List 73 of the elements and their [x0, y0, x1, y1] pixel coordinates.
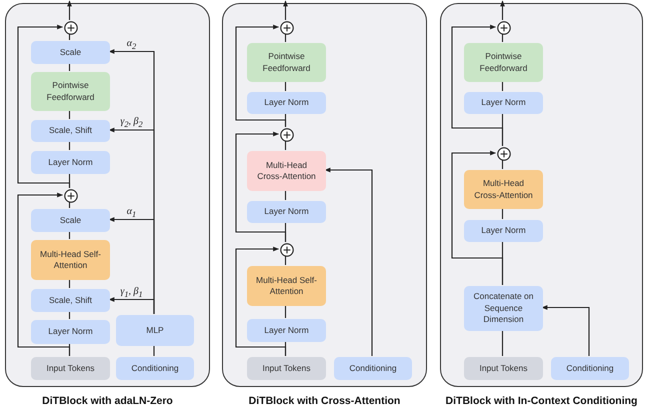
sum-circle [64, 21, 78, 35]
layer-block: Layer Norm [247, 201, 326, 223]
input-block: Conditioning [551, 357, 629, 380]
edge-label: α$_{2}$ [126, 38, 136, 50]
layer-block: Multi-Head Self-Attention [31, 240, 110, 280]
layer-block: Scale [31, 209, 110, 232]
sum-circle [280, 128, 294, 142]
layer-block: Scale, Shift [31, 289, 110, 312]
connector-line [284, 256, 286, 265]
layer-block: Layer Norm [464, 220, 543, 242]
arrow [235, 24, 286, 127]
input-block: Conditioning [116, 357, 194, 380]
connector-line [284, 34, 286, 42]
input-block: Input Tokens [247, 357, 326, 380]
layer-block: Scale, Shift [31, 120, 110, 142]
connector-line [68, 202, 70, 208]
sum-circle [280, 243, 294, 257]
arrow [67, 0, 72, 20]
layer-block: Multi-Head Cross-Attention [247, 151, 326, 191]
sum-circle [496, 147, 510, 161]
edge-label: γ$_{1}$, β$_{1}$ [120, 286, 143, 298]
connector-line [68, 34, 70, 40]
arrow [541, 305, 590, 356]
arrow [108, 49, 155, 314]
layer-block: Layer Norm [247, 319, 326, 342]
panel-title: DiTBlock with adaLN-Zero [42, 395, 173, 407]
layer-block: Layer Norm [31, 320, 110, 344]
input-block: Input Tokens [31, 357, 110, 380]
connector-line [68, 311, 70, 319]
layer-block: Multi-Head Self-Attention [247, 266, 326, 306]
connector-line [68, 279, 70, 288]
connector-line [502, 208, 504, 219]
connector-line [68, 141, 70, 150]
sum-circle [496, 21, 510, 35]
arrow [500, 0, 505, 20]
input-block: Input Tokens [464, 357, 543, 380]
layer-block: Pointwise Feedforward [247, 43, 326, 82]
sum-circle [64, 189, 78, 203]
panel-title: DiTBlock with Cross-Attention [248, 395, 400, 407]
arrow [451, 24, 504, 146]
connector-line [284, 141, 286, 150]
layer-block: Multi-Head Cross-Attention [464, 170, 543, 209]
layer-block: Layer Norm [247, 92, 326, 114]
connector-line [502, 160, 504, 169]
sum-circle [280, 21, 294, 35]
connector-line [153, 345, 155, 356]
edge-label: γ$_{2}$, β$_{2}$ [120, 116, 143, 129]
connector-line [68, 63, 70, 71]
arrow [283, 0, 288, 20]
connector-line [68, 231, 70, 239]
panel-title: DiTBlock with In-Context Conditioning [446, 395, 638, 407]
arrow [235, 132, 286, 242]
layer-block: Layer Norm [31, 151, 110, 174]
layer-block: Concatenate on Sequence Dimension [464, 286, 543, 331]
connector-line [284, 81, 286, 91]
input-block: Conditioning [334, 357, 412, 380]
arrow [17, 24, 70, 188]
connector-line [284, 305, 286, 318]
arrow [451, 150, 504, 285]
connector-line [502, 34, 504, 42]
arrow [324, 168, 373, 356]
arrow [235, 246, 286, 356]
edge-label: α$_{1}$ [126, 206, 136, 218]
layer-block: Scale [31, 41, 110, 64]
connector-line [68, 110, 70, 119]
connector-line [502, 330, 504, 356]
mlp-block: MLP [116, 315, 194, 346]
connector-line [502, 81, 504, 91]
connector-line [284, 190, 286, 200]
layer-block: Pointwise Feedforward [31, 72, 110, 111]
arrow [17, 192, 70, 356]
layer-block: Layer Norm [464, 92, 543, 114]
layer-block: Pointwise Feedforward [464, 43, 543, 82]
